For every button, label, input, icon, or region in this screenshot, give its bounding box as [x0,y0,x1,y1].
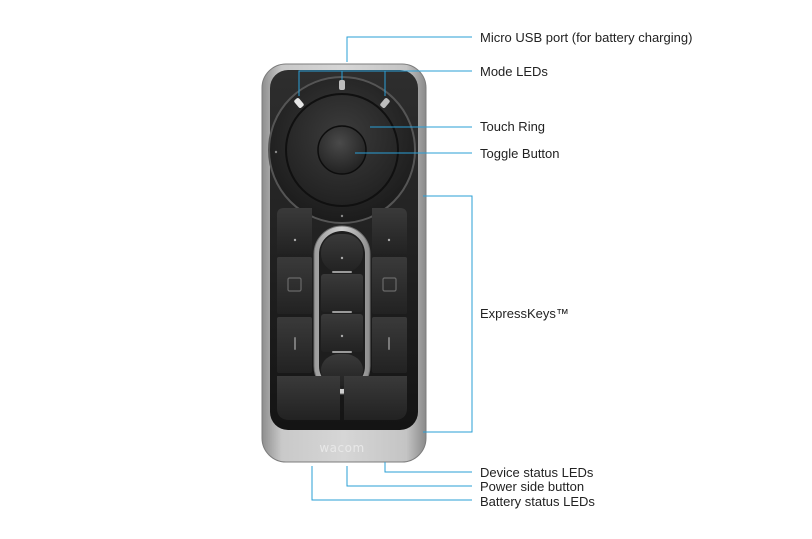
expresskey-right-2[interactable] [372,257,407,314]
expresskey-right-1[interactable] [372,208,407,254]
expresskey-left-1[interactable] [277,208,312,254]
wacom-logo: wacom [319,441,364,455]
expresskey-center-3[interactable] [321,314,363,352]
label-micro-usb-port: Micro USB port (for battery charging) [480,30,692,46]
ring-marker-left [275,151,277,153]
leader-battery-status-leds [312,466,472,500]
expresskey-center-1[interactable] [321,234,363,272]
expresskey-bottom-left[interactable] [277,376,340,420]
leader-micro-usb-port [347,37,472,62]
label-toggle-button: Toggle Button [480,146,560,162]
center-key-dot-1 [341,257,343,259]
label-power-side-button: Power side button [480,479,584,495]
center-key-dash-3 [332,351,352,353]
label-mode-leds: Mode LEDs [480,64,548,80]
toggle-button[interactable] [318,126,366,174]
left-key-dot [294,239,296,241]
expresskey-left-2[interactable] [277,257,312,314]
expresskey-center-2[interactable] [321,274,363,312]
leader-device-status-leds [385,462,472,472]
center-key-dash-2 [332,311,352,313]
right-key-bar [388,337,390,350]
ring-marker-bottom [341,215,343,217]
label-expresskeys: ExpressKeys™ [480,306,569,322]
center-key-dot-2 [341,335,343,337]
leader-expresskeys [423,196,472,432]
label-battery-status-leds: Battery status LEDs [480,494,595,510]
left-key-bar [294,337,296,350]
expresskey-bottom-right[interactable] [344,376,407,420]
mode-led-top [339,80,345,90]
center-key-dash-1 [332,271,352,273]
leader-power-side-button [347,466,472,486]
label-touch-ring: Touch Ring [480,119,545,135]
right-key-dot [388,239,390,241]
